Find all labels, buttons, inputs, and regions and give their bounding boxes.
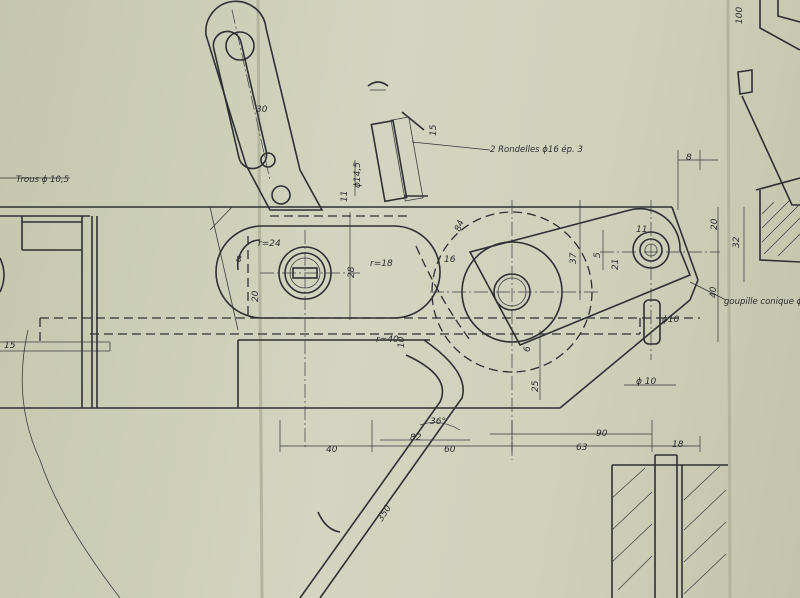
dim-r40: r=40 xyxy=(376,335,399,345)
dim-10: 10 xyxy=(397,336,407,348)
fold-line-right xyxy=(726,0,732,598)
dim-phi10-pin: ϕ10 xyxy=(662,315,680,325)
note-goupille: goupille conique ϕ 3 xyxy=(724,297,800,307)
dim-15-left: 15 xyxy=(4,341,16,351)
dim-8: 8 xyxy=(686,153,692,163)
dim-36deg: 36° xyxy=(430,417,446,427)
dim-r18: r=18 xyxy=(370,259,393,269)
dim-18: 18 xyxy=(672,440,684,450)
dim-28: 28 xyxy=(347,266,357,278)
bottom-section xyxy=(611,454,728,598)
dimension-lines xyxy=(0,141,745,452)
dim-82: 82 xyxy=(410,433,422,443)
hidden-slide xyxy=(39,215,700,342)
dim-16: 16 xyxy=(444,255,456,265)
top-right-view xyxy=(737,0,800,263)
dim-63: 63 xyxy=(576,443,588,453)
upper-link xyxy=(205,0,324,211)
washer-detail xyxy=(354,81,428,203)
dim-40-bottom: 40 xyxy=(326,445,338,455)
base-frame xyxy=(0,206,699,598)
note-rondelles: 2 Rondelles ϕ16 ép. 3 xyxy=(490,144,583,155)
dim-100: 100 xyxy=(735,7,745,24)
dim-5: 5 xyxy=(593,252,603,258)
slotted-plate xyxy=(215,225,441,450)
note-trous: Trous ϕ 10,5 xyxy=(16,175,69,185)
dim-phi10-bottom: ϕ 10 xyxy=(636,377,657,387)
dim-40-right: 40 xyxy=(709,286,719,298)
dim-r24: r=24 xyxy=(258,239,281,249)
dim-6: 6 xyxy=(523,346,533,352)
dim-15: 15 xyxy=(429,124,439,136)
dim-11: 11 xyxy=(340,191,350,202)
dim-20-left: 20 xyxy=(251,290,261,302)
dim-37: 37 xyxy=(569,252,579,264)
dim-350: 350 xyxy=(376,503,394,523)
dim-8-left: 8 xyxy=(236,255,242,265)
dim-30: 30 xyxy=(256,105,268,115)
fold-line-left xyxy=(256,0,264,598)
lower-lever xyxy=(299,339,470,598)
cam-lever xyxy=(468,200,720,360)
eccentric-disc xyxy=(415,200,600,460)
dim-25: 25 xyxy=(531,380,541,392)
dim-phi14-5: ϕ14,5 xyxy=(353,162,363,188)
dim-20-top: 20 xyxy=(710,218,720,230)
dim-21: 21 xyxy=(611,259,621,270)
dim-11-right: 11 xyxy=(636,225,647,235)
dim-84: 84 xyxy=(453,219,466,233)
dim-32: 32 xyxy=(732,236,742,248)
dim-60: 60 xyxy=(444,445,456,455)
dim-90: 90 xyxy=(596,429,608,439)
